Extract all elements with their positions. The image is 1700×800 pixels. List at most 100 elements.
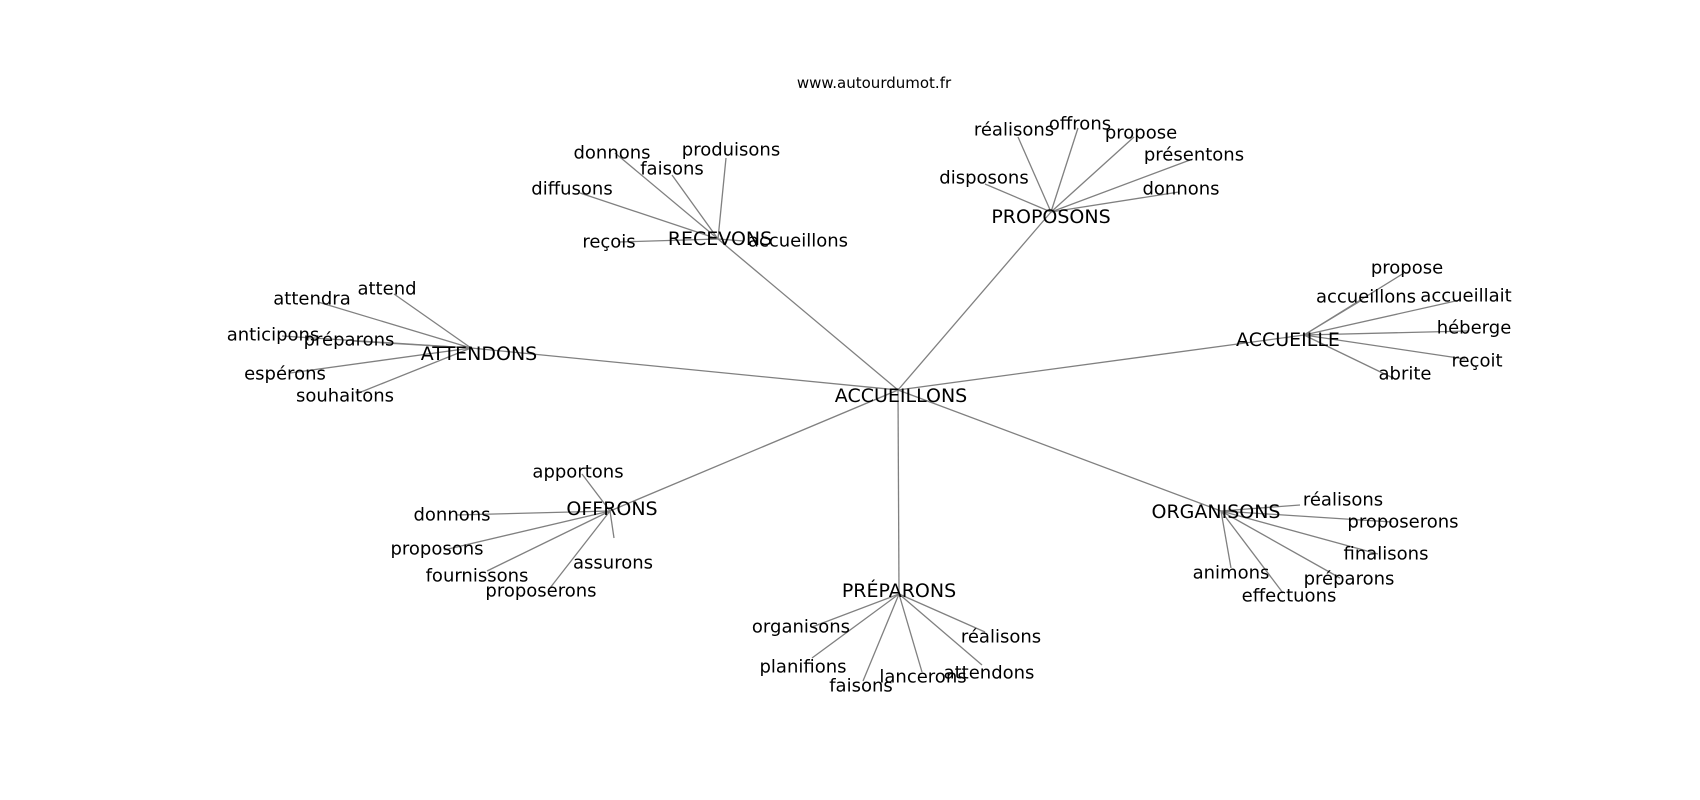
edge-proposons-propose <box>1050 136 1135 213</box>
leaf-word-recevons-faisons: faisons <box>640 159 704 180</box>
leaf-word-accueille-abrite: abrite <box>1379 364 1432 385</box>
edge-accueille-heberge <box>1303 330 1469 336</box>
edge-preparons-lancerons <box>898 593 923 673</box>
edge-center-accueille <box>897 334 1305 391</box>
edge-attendons-attendra <box>317 301 472 349</box>
leaf-word-preparons-faisons: faisons <box>829 676 893 697</box>
leaf-word-organisons-finalisons: finalisons <box>1344 544 1429 565</box>
leaf-word-attendons-anticipons: anticipons <box>227 325 320 346</box>
leaf-word-accueille-heberge: héberge <box>1437 318 1512 339</box>
leaf-word-accueille-recoit: reçoit <box>1451 351 1502 372</box>
leaf-word-offrons-assurons: assurons <box>573 553 653 574</box>
edge-proposons-donnons <box>1050 191 1180 213</box>
edge-recevons-diffusons <box>579 192 719 240</box>
leaf-word-accueille-accueillons: accueillons <box>1316 287 1416 308</box>
edge-center-preparons <box>897 389 900 595</box>
edge-offrons-proposons <box>443 510 611 551</box>
leaf-word-proposons-donnons: donnons <box>1142 179 1219 200</box>
edge-offrons-apportons <box>581 473 611 512</box>
edge-organisons-proposerons <box>1220 510 1393 523</box>
leaf-word-accueille-accueillait: accueillait <box>1420 286 1511 307</box>
leaf-word-recevons-produisons: produisons <box>682 140 780 161</box>
hub-word-accueille: ACCUEILLE <box>1236 329 1340 351</box>
leaf-word-attendons-attend: attend <box>357 279 416 300</box>
edge-recevons-produisons <box>717 157 727 240</box>
edge-center-attendons <box>470 347 899 391</box>
leaf-word-preparons-planifions: planifions <box>759 657 846 678</box>
hub-word-preparons: PRÉPARONS <box>842 579 956 602</box>
edge-organisons-finalisons <box>1220 510 1379 555</box>
site-credit: www.autourdumot.fr <box>797 74 952 92</box>
edge-preparons-attendons <box>898 593 983 666</box>
edge-proposons-disposons <box>984 183 1052 213</box>
leaf-word-offrons-proposons: proposons <box>390 539 483 560</box>
leaf-word-proposons-realisons: réalisons <box>974 120 1054 141</box>
edge-attendons-souhaitons <box>355 347 472 395</box>
edge-recevons-recois <box>617 238 719 243</box>
edge-center-offrons <box>609 389 899 512</box>
edge-offrons-assurons <box>609 510 615 539</box>
leaf-word-attendons-attendra: attendra <box>273 289 350 310</box>
edge-offrons-proposerons <box>549 510 611 589</box>
edge-preparons-realisons <box>898 593 986 633</box>
edge-accueille-abrite <box>1303 334 1396 380</box>
hub-word-offrons: OFFRONS <box>566 498 657 520</box>
edge-attendons-esperons <box>289 347 472 374</box>
leaf-word-proposons-propose: propose <box>1105 123 1177 144</box>
leaf-word-organisons-realisons: réalisons <box>1303 490 1383 511</box>
leaf-word-offrons-apportons: apportons <box>532 462 623 483</box>
leaf-word-offrons-proposerons: proposerons <box>485 581 596 602</box>
hub-word-proposons: PROPOSONS <box>991 206 1110 228</box>
leaf-word-preparons-lancerons: lancerons <box>879 667 966 688</box>
edge-preparons-faisons <box>862 593 900 682</box>
leaf-word-offrons-fournissons: fournissons <box>426 566 529 587</box>
leaf-word-offrons-donnons: donnons <box>413 505 490 526</box>
leaf-word-preparons-attendons: attendons <box>944 663 1035 684</box>
edge-organisons-realisons <box>1220 504 1301 512</box>
edge-accueille-recoit <box>1303 334 1466 360</box>
edge-preparons-planifions <box>811 593 900 659</box>
edge-offrons-fournissons <box>486 510 611 572</box>
leaf-word-attendons-preparons: préparons <box>304 330 395 351</box>
center-word: ACCUEILLONS <box>835 385 967 407</box>
leaf-word-attendons-souhaitons: souhaitons <box>296 386 394 407</box>
edge-organisons-preparons <box>1220 510 1341 579</box>
edges <box>281 127 1469 682</box>
leaf-word-attendons-esperons: espérons <box>244 364 326 385</box>
leaf-word-recevons-donnons: donnons <box>573 143 650 164</box>
labels: www.autourdumot.fr ACCUEILLONS RECEVONS d… <box>227 74 1512 697</box>
edge-organisons-effectuons <box>1220 510 1284 594</box>
edge-recevons-accueillons <box>717 238 745 242</box>
edge-center-recevons <box>717 238 899 391</box>
edge-recevons-donnons <box>614 152 719 240</box>
leaf-word-proposons-disposons: disposons <box>939 168 1028 189</box>
leaf-word-recevons-accueillons: accueillons <box>748 231 848 252</box>
hub-word-organisons: ORGANISONS <box>1152 501 1281 523</box>
edge-proposons-realisons <box>1017 136 1052 213</box>
hub-word-attendons: ATTENDONS <box>421 343 537 365</box>
leaf-word-preparons-organisons: organisons <box>752 617 850 638</box>
hub-word-recevons: RECEVONS <box>668 228 772 250</box>
edge-accueille-accueillons <box>1303 299 1363 336</box>
leaf-word-preparons-realisons: réalisons <box>961 627 1041 648</box>
edge-preparons-organisons <box>811 593 900 628</box>
leaf-word-organisons-animons: animons <box>1193 563 1270 584</box>
edge-accueille-accueillait <box>1303 299 1461 336</box>
leaf-word-proposons-presentons: présentons <box>1144 145 1244 166</box>
leaf-word-organisons-effectuons: effectuons <box>1242 586 1337 607</box>
leaf-word-recevons-recois: reçois <box>582 232 635 253</box>
edge-center-proposons <box>897 211 1052 391</box>
edge-attendons-preparons <box>351 340 472 349</box>
edge-offrons-donnons <box>455 510 611 516</box>
leaf-word-organisons-proposerons: proposerons <box>1347 512 1458 533</box>
edge-center-organisons <box>897 389 1222 512</box>
leaf-word-accueille-propose: propose <box>1371 258 1443 279</box>
leaf-word-recevons-diffusons: diffusons <box>531 179 612 200</box>
edge-organisons-animons <box>1220 510 1232 569</box>
edge-recevons-faisons <box>671 174 719 240</box>
edge-proposons-presentons <box>1050 159 1191 213</box>
edge-attendons-attend <box>393 293 472 349</box>
edge-proposons-offrons <box>1050 127 1079 213</box>
leaf-word-organisons-preparons: préparons <box>1304 569 1395 590</box>
